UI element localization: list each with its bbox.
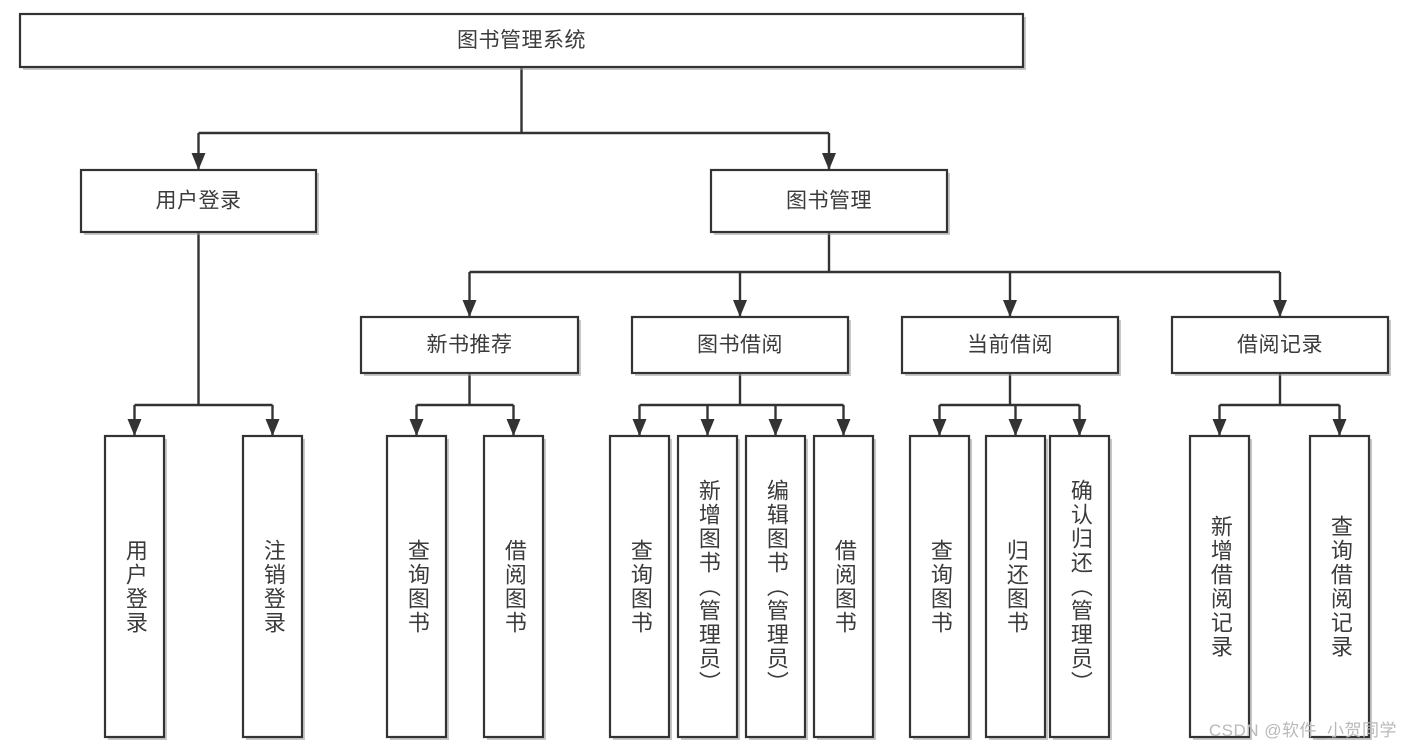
node-box-leaf-1[interactable] bbox=[241, 434, 304, 739]
arrow-head-icon bbox=[822, 153, 836, 170]
node-label-level2-1: 图书管理 bbox=[786, 190, 872, 213]
arrow-head-icon bbox=[191, 153, 206, 170]
arrow-head-icon bbox=[1072, 419, 1087, 436]
node-box-leaf-4[interactable] bbox=[608, 434, 671, 739]
node-box-root[interactable] bbox=[18, 12, 1025, 69]
watermark: CSDN @软件_小贺同学 bbox=[1208, 721, 1397, 740]
arrow-head-icon bbox=[1332, 419, 1347, 436]
node-box-leaf-9[interactable] bbox=[984, 434, 1047, 739]
arrow-head-icon bbox=[1003, 300, 1017, 317]
arrow-head-icon bbox=[632, 419, 647, 436]
node-box-level3-1[interactable] bbox=[630, 315, 850, 375]
node-box-leaf-3[interactable] bbox=[482, 434, 545, 739]
node-box-leaf-7[interactable] bbox=[812, 434, 875, 739]
arrow-head-icon bbox=[768, 419, 783, 436]
node-box-leaf-11[interactable] bbox=[1188, 434, 1251, 739]
arrow-head-icon bbox=[1008, 419, 1023, 436]
arrow-head-icon bbox=[836, 419, 851, 436]
node-box-leaf-12[interactable] bbox=[1308, 434, 1371, 739]
node-box-level3-3[interactable] bbox=[1170, 315, 1390, 375]
node-label-level3-2: 当前借阅 bbox=[967, 334, 1053, 357]
node-label-level3-3: 借阅记录 bbox=[1237, 334, 1323, 357]
node-label-level2-0: 用户登录 bbox=[156, 190, 242, 213]
node-label-level3-1: 图书借阅 bbox=[697, 334, 783, 357]
node-box-level2-0[interactable] bbox=[79, 168, 318, 234]
arrow-head-icon bbox=[1273, 300, 1287, 317]
node-label-root: 图书管理系统 bbox=[457, 29, 586, 52]
arrow-head-icon bbox=[127, 419, 142, 436]
node-label-level3-0: 新书推荐 bbox=[427, 334, 513, 357]
node-box-level3-2[interactable] bbox=[900, 315, 1120, 375]
node-box-leaf-5[interactable] bbox=[676, 434, 739, 739]
node-box-leaf-10[interactable] bbox=[1048, 434, 1111, 739]
node-box-layer bbox=[18, 12, 1391, 740]
arrow-head-icon bbox=[733, 300, 747, 317]
node-box-level3-0[interactable] bbox=[359, 315, 580, 375]
node-box-level2-1[interactable] bbox=[709, 168, 949, 234]
arrow-head-icon bbox=[1212, 419, 1227, 436]
node-box-leaf-6[interactable] bbox=[744, 434, 807, 739]
connector-layer bbox=[127, 67, 1347, 436]
arrow-head-icon bbox=[265, 419, 280, 436]
node-box-leaf-2[interactable] bbox=[385, 434, 448, 739]
node-box-leaf-0[interactable] bbox=[103, 434, 166, 739]
node-box-leaf-8[interactable] bbox=[908, 434, 971, 739]
arrow-head-icon bbox=[700, 419, 715, 436]
arrow-head-icon bbox=[932, 419, 947, 436]
arrow-head-icon bbox=[409, 419, 424, 436]
arrow-head-icon bbox=[462, 300, 477, 317]
arrow-head-icon bbox=[506, 419, 521, 436]
